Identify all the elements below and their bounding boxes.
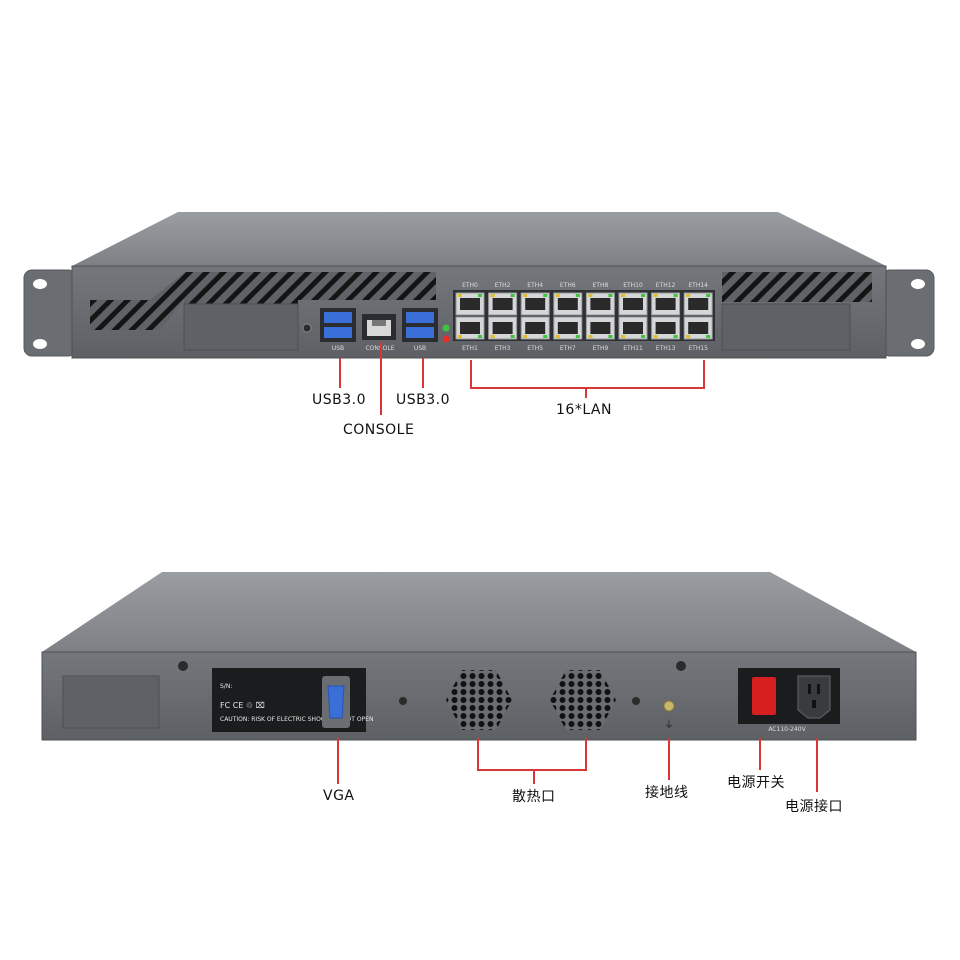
eth-port[interactable] [520, 292, 550, 316]
front-callout-lines [339, 342, 705, 415]
eth-port[interactable] [520, 316, 550, 340]
eth-top-label: ETH10 [623, 282, 643, 289]
callout-lan: 16*LAN [556, 402, 612, 418]
eth-port-grid [455, 292, 713, 340]
eth-top-label: ETH12 [656, 282, 676, 289]
front-blank-plate-right [721, 303, 851, 351]
front-vent-right [722, 272, 872, 302]
eth-port[interactable] [651, 316, 681, 340]
usb-left-label: USB [332, 345, 344, 352]
eth-top-label: ETH6 [560, 282, 576, 289]
eth-bottom-label: ETH7 [560, 345, 576, 352]
eth-top-label: ETH2 [495, 282, 511, 289]
eth-bottom-labels: ETH1 ETH3 ETH5 ETH7 ETH9 ETH11 ETH13 ETH15 [462, 345, 708, 352]
eth-port[interactable] [618, 292, 648, 316]
eth-port[interactable] [455, 316, 485, 340]
eth-port[interactable] [683, 292, 713, 316]
eth-top-label: ETH8 [593, 282, 609, 289]
callout-usb-left: USB3.0 [312, 392, 367, 408]
eth-port[interactable] [553, 292, 583, 316]
power-rating: AC110-240V [768, 726, 806, 733]
rear-callout-lines [337, 738, 818, 792]
eth-top-label: ETH0 [462, 282, 478, 289]
status-led [442, 335, 450, 343]
eth-bottom-label: ETH13 [656, 345, 676, 352]
front-blank-plate-left [183, 303, 299, 351]
rear-blank-plate [62, 675, 160, 729]
callout-power-socket: 电源接口 [785, 799, 843, 815]
eth-port[interactable] [553, 316, 583, 340]
callout-vga: VGA [323, 788, 355, 804]
heat-vent-right [550, 670, 616, 730]
rear-screw-right [676, 661, 686, 671]
console-port[interactable] [362, 314, 396, 340]
eth-bottom-label: ETH1 [462, 345, 478, 352]
callout-power-switch: 电源开关 [727, 775, 785, 791]
eth-port[interactable] [488, 292, 518, 316]
front-unit-top [72, 212, 886, 266]
serial-label: S/N: [220, 683, 232, 690]
eth-port[interactable] [455, 292, 485, 316]
eth-bottom-label: ETH11 [623, 345, 643, 352]
usb-port-left[interactable] [320, 308, 356, 342]
eth-bottom-label: ETH3 [495, 345, 511, 352]
eth-port[interactable] [683, 316, 713, 340]
eth-top-label: ETH14 [688, 282, 708, 289]
callout-usb-right: USB3.0 [396, 392, 451, 408]
reset-button[interactable] [302, 323, 312, 333]
usb-port-right[interactable] [402, 308, 438, 342]
eth-bottom-label: ETH15 [688, 345, 708, 352]
power-socket[interactable] [797, 675, 831, 719]
usb-right-label: USB [414, 345, 426, 352]
callout-console: CONSOLE [343, 422, 415, 438]
rear-screw-mid-left [399, 697, 407, 705]
callout-ground: 接地线 [645, 785, 689, 801]
eth-top-label: ETH4 [527, 282, 543, 289]
eth-port[interactable] [585, 292, 615, 316]
eth-port[interactable] [651, 292, 681, 316]
caution-text: CAUTION: RISK OF ELECTRIC SHOCK DO NOT O… [220, 716, 373, 723]
eth-top-labels: ETH0 ETH2 ETH4 ETH6 ETH8 ETH10 ETH12 ETH14 [462, 282, 708, 289]
eth-port[interactable] [618, 316, 648, 340]
eth-bottom-label: ETH5 [527, 345, 543, 352]
heat-vent-left [446, 670, 512, 730]
callout-heat-vents: 散热口 [512, 789, 556, 805]
cert-marks: FC CE ♲ ⌧ [220, 701, 265, 710]
rack-ear-right [881, 269, 935, 357]
rear-screw-left [178, 661, 188, 671]
ground-icon: ⏚ [664, 719, 674, 731]
eth-port[interactable] [488, 316, 518, 340]
rack-ear-left [23, 269, 77, 357]
rear-unit-top [42, 572, 916, 652]
power-led [442, 324, 450, 332]
rear-screw-mid-right [632, 697, 640, 705]
eth-port[interactable] [585, 316, 615, 340]
vga-port[interactable] [322, 676, 350, 728]
power-switch[interactable] [752, 677, 776, 715]
ground-screw[interactable]: ⏚ [663, 700, 675, 731]
rear-unit: S/N: FC CE ♲ ⌧ CAUTION: RISK OF ELECTRIC… [41, 572, 917, 741]
eth-bottom-label: ETH9 [593, 345, 609, 352]
